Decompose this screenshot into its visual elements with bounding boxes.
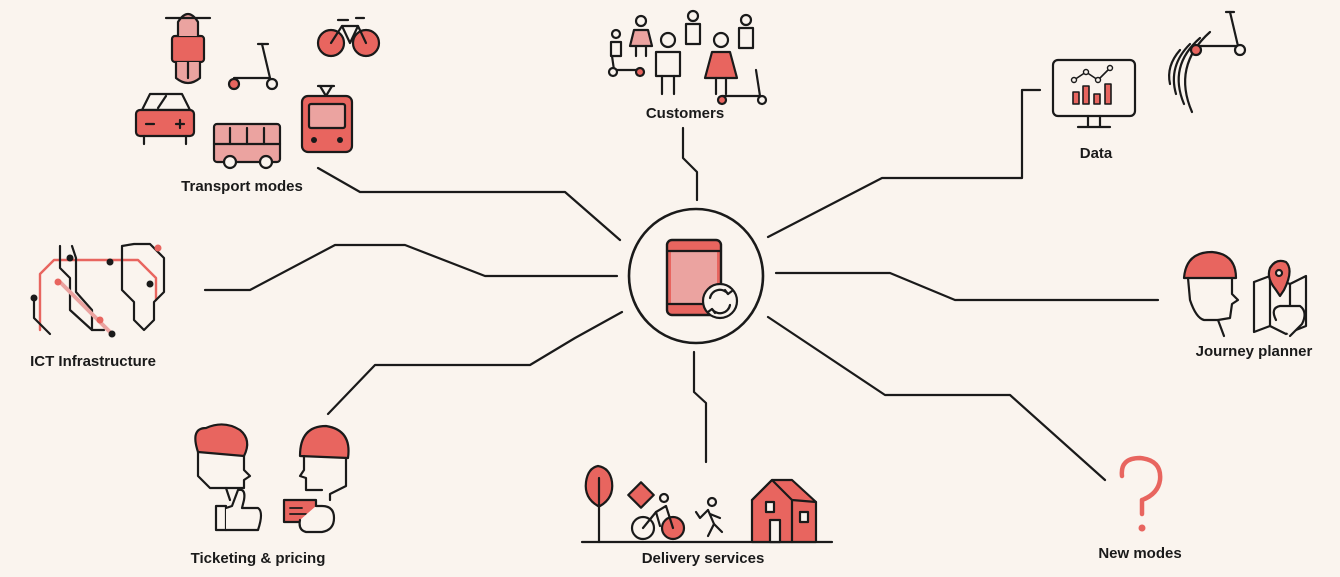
hub (627, 207, 765, 345)
e-scooter-icon (227, 42, 279, 91)
node-label-ticketing: Ticketing & pricing (190, 550, 326, 567)
bus-icon (212, 122, 282, 170)
person-helmet-icon (1182, 250, 1240, 338)
connector-delivery (692, 350, 708, 464)
node-label-transport: Transport modes (181, 178, 303, 195)
e-scooter-icon (607, 54, 646, 78)
scooter-icon (164, 12, 212, 85)
cyclist-parcel-icon (627, 481, 686, 541)
map-pin-icon (1252, 259, 1308, 338)
transport-icons (134, 12, 381, 170)
car-icon (134, 92, 196, 146)
node-label-delivery: Delivery services (641, 550, 765, 567)
question-mark-icon (1119, 455, 1163, 532)
ict-icons (30, 242, 166, 338)
connectors (203, 88, 1160, 482)
person-icon (194, 423, 252, 502)
network-map-icon (30, 242, 166, 338)
tram-icon (300, 84, 354, 154)
card-in-hand-icon (282, 498, 336, 534)
walker-icon (694, 496, 724, 538)
thumbs-up-icon (214, 488, 263, 532)
node-label-customers: Customers (645, 105, 725, 122)
house-icon (750, 478, 818, 544)
newmodes-icons (1119, 455, 1163, 532)
node-label-data: Data (1079, 145, 1113, 162)
connector-data (766, 88, 1042, 239)
e-scooter-icon (716, 68, 768, 106)
delivery-icons (580, 464, 834, 544)
connector-transport (316, 166, 622, 242)
connector-customers (681, 126, 699, 202)
bicycle-icon (316, 16, 381, 58)
ticketing-icons (194, 423, 350, 534)
node-label-newmodes: New modes (1098, 545, 1182, 562)
node-label-journey: Journey planner (1195, 343, 1313, 360)
person-helmet-icon (298, 424, 350, 502)
data-icons (1051, 10, 1247, 129)
tree-icon (584, 464, 614, 544)
node-label-ict: ICT Infrastructure (30, 353, 156, 370)
customers-icons (607, 9, 768, 106)
people-icon (609, 9, 755, 96)
e-scooter-icon (1189, 10, 1247, 57)
monitor-chart-icon (1051, 58, 1137, 129)
phone-sync-icon (665, 238, 739, 320)
journey-icons (1182, 250, 1308, 338)
connector-journey (774, 271, 1160, 302)
wireless-signal-icon (1168, 30, 1212, 114)
connector-ict (203, 243, 619, 292)
connector-newmodes (766, 315, 1107, 482)
connector-ticketing (326, 310, 624, 416)
